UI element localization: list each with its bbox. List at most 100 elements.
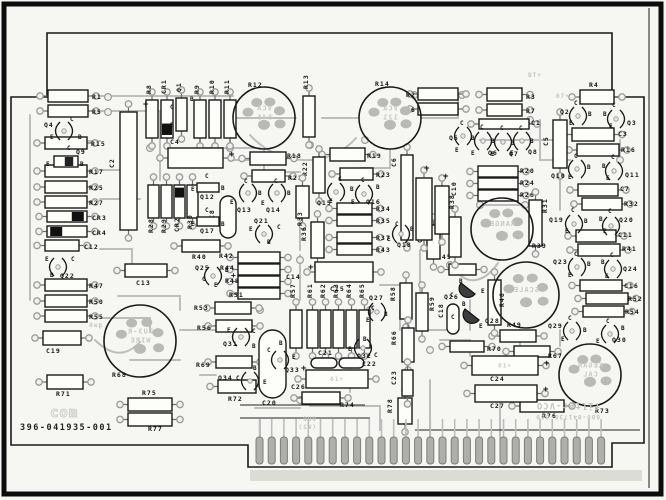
component-body	[477, 165, 519, 178]
pad	[91, 297, 99, 305]
pad	[377, 268, 385, 276]
pin-letter: B	[221, 185, 226, 192]
component-R34: R34	[325, 202, 390, 215]
connector-finger	[560, 436, 569, 465]
component-body	[579, 89, 615, 105]
pin-letter: B	[584, 218, 589, 225]
cathode-band	[162, 123, 172, 135]
pin-letter: E	[230, 199, 235, 206]
can-lead	[152, 328, 164, 338]
designator: CR3	[92, 214, 107, 222]
component-R53: R53	[194, 301, 263, 315]
pin-letter: C	[70, 116, 75, 123]
designator: R51	[229, 291, 244, 299]
pin-letter: C	[460, 120, 465, 127]
pin-letter: C	[236, 375, 241, 382]
pad	[35, 378, 43, 386]
pad	[35, 227, 43, 236]
pin-letter: B	[287, 190, 292, 197]
designator: R44	[220, 264, 235, 272]
pad	[632, 294, 640, 303]
designator: C2	[108, 158, 116, 168]
pin-letter: C	[519, 125, 524, 132]
pin-letter: E	[510, 150, 515, 157]
ghost-print: 545	[256, 114, 272, 122]
ghost-print: 600-041730-080	[535, 413, 600, 420]
can-lead	[537, 296, 549, 306]
pad	[556, 108, 564, 116]
can-lead	[264, 97, 276, 107]
pad	[91, 281, 99, 289]
pad	[500, 139, 506, 145]
designator: C16	[624, 282, 639, 290]
designator: R31	[541, 198, 549, 213]
connector-finger	[401, 436, 410, 465]
pin-letter: E	[249, 226, 254, 233]
component-R35: R35	[325, 214, 390, 227]
component-body	[339, 167, 374, 181]
can-lead	[502, 208, 514, 218]
pin-letter: C	[244, 178, 249, 185]
component-body	[434, 185, 450, 235]
designator: R50	[89, 298, 104, 306]
polarity-plus: +	[143, 100, 149, 110]
component-CR1: CR1	[160, 79, 174, 150]
pad	[284, 289, 292, 298]
component-body	[581, 197, 623, 211]
designator: R71	[56, 390, 71, 398]
can-lead	[520, 297, 532, 308]
ghost-print: VCA	[256, 105, 272, 113]
pad	[55, 264, 61, 270]
component-C1: C1	[467, 118, 541, 130]
pad	[315, 145, 323, 153]
copper-trace	[99, 248, 133, 265]
pad	[522, 191, 530, 200]
transistor-arc	[404, 224, 411, 244]
component-C19: C19	[31, 330, 93, 355]
pin-letter: C	[480, 124, 485, 131]
component-body	[251, 169, 286, 183]
polarity-plus: +	[544, 359, 550, 369]
pad	[33, 167, 41, 175]
designator: Q21	[254, 217, 269, 225]
can-lead	[368, 107, 380, 117]
designator: R24	[520, 179, 535, 187]
component-body	[145, 99, 159, 139]
ghost-print: WIRE	[130, 337, 151, 345]
pin-letter: C	[371, 305, 376, 312]
transistor-arc	[240, 371, 247, 391]
designator: R26	[520, 191, 535, 199]
component-R77: R77	[116, 412, 184, 433]
ghost-print: 121	[382, 114, 398, 122]
pad	[628, 307, 636, 316]
can-lead	[496, 230, 508, 241]
cathode-band	[50, 227, 63, 236]
component-R33: R33	[295, 174, 310, 230]
polarity-plus: +	[308, 263, 314, 273]
transistor-arc	[48, 257, 55, 277]
component-body	[336, 243, 373, 256]
designator: R9	[193, 84, 201, 94]
connector-finger	[475, 436, 484, 465]
pad	[376, 245, 384, 254]
pin-letter: C	[267, 347, 272, 354]
transistor-arc	[231, 327, 238, 347]
pad	[203, 304, 211, 312]
component-CR2: CR2	[173, 173, 186, 232]
component-R75: R75	[116, 389, 184, 412]
ghost-print: 07+	[556, 93, 570, 100]
designator: R78	[386, 398, 394, 413]
pin-letter: B	[602, 163, 607, 170]
component-body	[575, 229, 617, 243]
transistor-arc	[254, 224, 261, 244]
pin-letter: B	[491, 138, 496, 145]
designator: R33	[296, 211, 304, 226]
pad	[463, 389, 471, 398]
pad	[162, 173, 171, 181]
designator: Q2	[560, 108, 570, 116]
